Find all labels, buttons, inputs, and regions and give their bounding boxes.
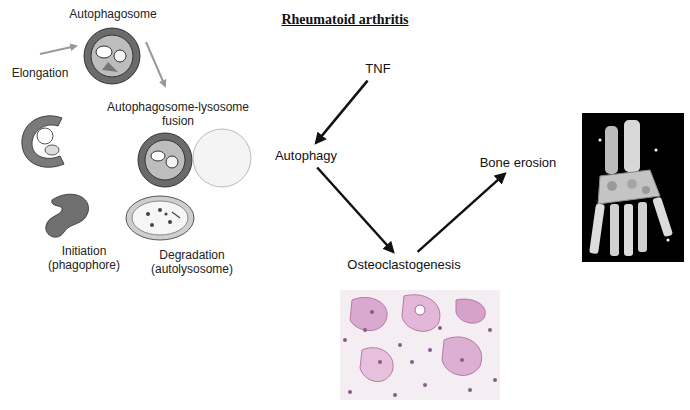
process-node: Osteoclastogenesis [343, 255, 464, 274]
node-text: TNF [365, 61, 390, 76]
autophagy-cycle [22, 28, 251, 240]
node-text: Bone erosion [480, 155, 557, 170]
illustration-label: Autophagosome-lysosome fusion [98, 100, 258, 129]
diagram-title: Rheumatoid arthritis [281, 12, 408, 28]
bone-image [582, 113, 684, 262]
node-text: Osteoclastogenesis [347, 257, 460, 272]
process-node: Autophagy [271, 146, 341, 165]
illustration-label: Elongation [5, 66, 75, 80]
histology-image [340, 290, 500, 400]
illustration-label: Initiation (phagophore) [39, 244, 129, 273]
process-node: TNF [361, 59, 394, 78]
flow-arrow [418, 174, 505, 252]
flow-arrow [316, 81, 367, 143]
node-text: Autophagy [275, 148, 337, 163]
illustration-label: Autophagosome [58, 7, 168, 21]
illustration-label: Degradation (autolysosome) [137, 248, 247, 277]
process-node: Bone erosion [476, 153, 561, 172]
flow-arrow [317, 167, 393, 251]
